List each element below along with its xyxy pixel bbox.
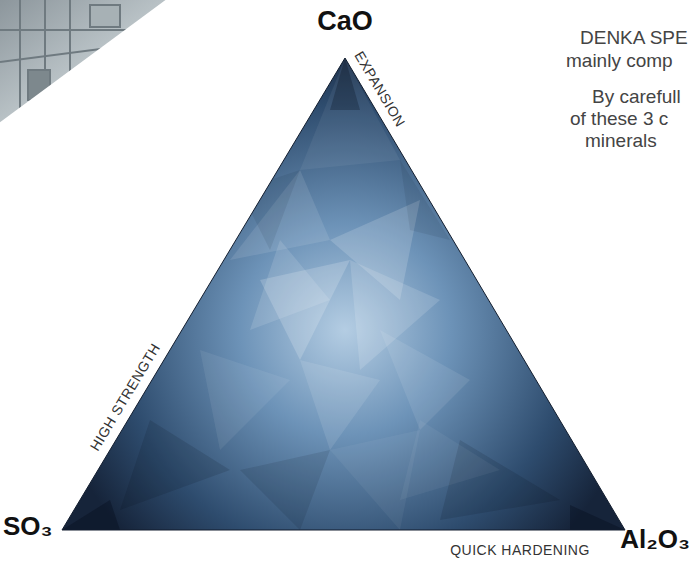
body-text: of these 3 c [570, 108, 668, 130]
photo-fragment [0, 0, 170, 124]
body-text: minerals [585, 130, 657, 152]
body-text: By carefull [592, 86, 681, 108]
vertex-label: Al₂O₃ [620, 525, 690, 555]
edge-label: QUICK HARDENING [450, 542, 590, 558]
body-text: mainly comp [566, 50, 673, 72]
vertex-label: SO₃ [3, 512, 53, 542]
ternary-triangle [62, 58, 625, 530]
vertex-label: CaO [317, 6, 373, 37]
body-text: DENKA SPE [580, 27, 688, 49]
edge-label: HIGH STRENGTH [87, 340, 164, 453]
edge-label: EXPANSION [351, 48, 408, 129]
